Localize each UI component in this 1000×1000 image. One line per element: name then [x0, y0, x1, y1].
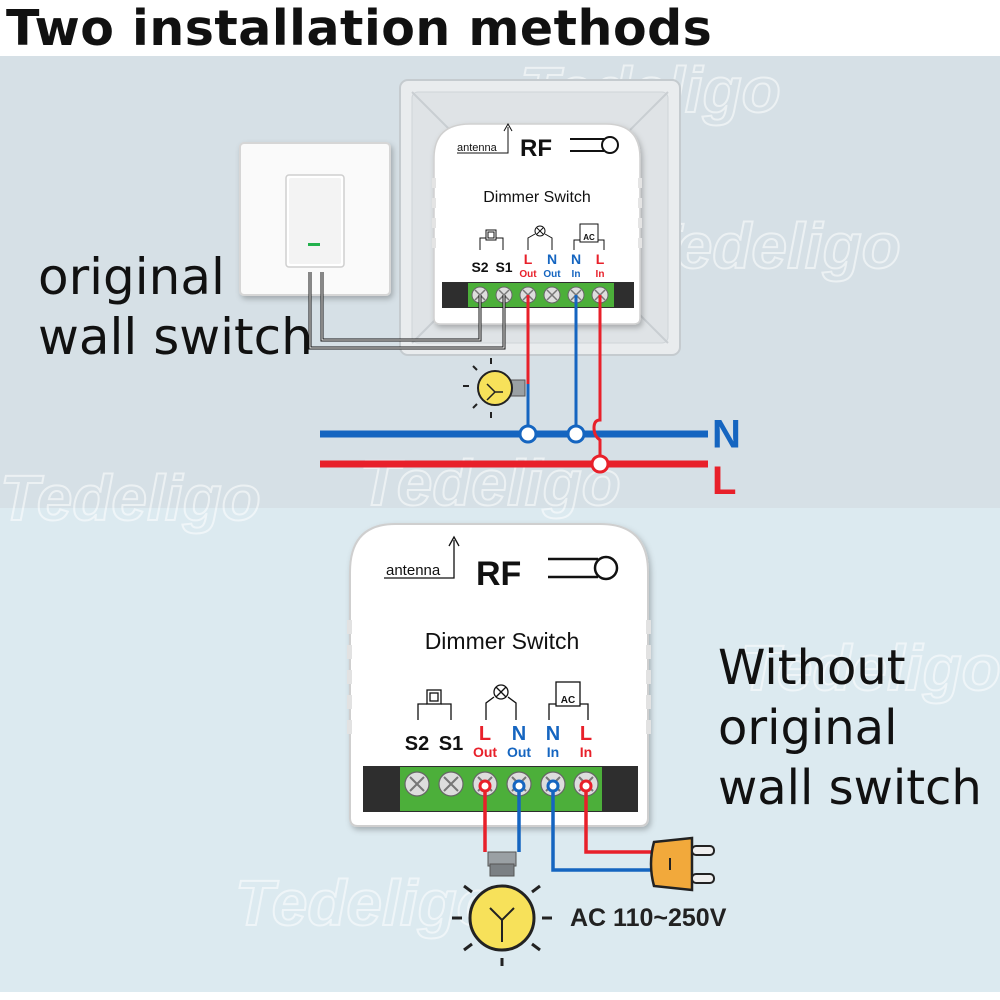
neutral-line-label: N [712, 413, 741, 457]
terminal-lin-sub: In [580, 744, 592, 760]
method2-wires [483, 784, 656, 872]
watermark-3: Tedeligo [0, 462, 261, 534]
rf-label: RF [520, 135, 552, 162]
watermark-6: Tedeligo [235, 867, 496, 939]
watermarks: Tedeligo Tedeligo Tedeligo Tedeligo Tede… [0, 53, 1000, 940]
terminal-nout-label: N [547, 251, 557, 267]
terminal-lout-label: L [479, 723, 491, 745]
bulb-icon [463, 358, 526, 418]
ac-symbol-icon [573, 223, 605, 250]
terminal-lout-label: L [524, 251, 533, 267]
module-name: Dimmer Switch [425, 628, 580, 654]
rf-button-icon [570, 136, 619, 154]
dimmer-module-1: antenna RF Dimmer Switch AC [432, 122, 642, 325]
terminal-nout-sub: Out [507, 744, 531, 760]
antenna-icon [503, 122, 513, 132]
method2-label-line3: wall switch [718, 760, 982, 816]
switch-symbol-icon [479, 229, 504, 250]
watermark-4: Tedeligo [360, 447, 621, 519]
wire-junctions [518, 424, 610, 474]
live-line-label: L [712, 459, 736, 503]
antenna-label: antenna [386, 562, 441, 579]
lamp-symbol-icon [485, 684, 517, 720]
switch-symbol-icon [417, 689, 452, 720]
terminal-s1-label: S1 [439, 733, 463, 755]
method1-label-line1: original [38, 248, 225, 306]
dimmer-module-2: antenna RF Dimmer Switch AC S2 [347, 523, 651, 827]
original-wall-switch [239, 142, 391, 296]
terminal-lin-label: L [580, 723, 592, 745]
switch-led [308, 243, 320, 246]
lamp-symbol-icon [527, 225, 553, 250]
rf-button-icon [548, 555, 619, 581]
antenna-icon [448, 535, 460, 547]
ac-symbol-icon [548, 681, 589, 720]
terminal-lin-label: L [596, 251, 605, 267]
method1-label-line2: wall switch [38, 308, 313, 366]
watermark-2: Tedeligo [640, 210, 901, 282]
ac-box-label: AC [561, 695, 575, 706]
page-title: Two installation methods [6, 0, 713, 57]
terminal-nin-sub: In [547, 744, 559, 760]
terminal-lin-sub: In [596, 269, 605, 280]
terminal-nin-sub: In [572, 269, 581, 280]
terminal-nin-label: N [571, 251, 581, 267]
terminal-nout-label: N [512, 723, 526, 745]
terminal-nout-sub: Out [543, 269, 561, 280]
plug-icon [649, 836, 715, 892]
method2-label-line2: original [718, 700, 898, 756]
antenna-label: antenna [457, 142, 498, 154]
terminal-s1-label: S1 [495, 259, 512, 275]
terminal-lout-sub: Out [519, 269, 537, 280]
terminal-nin-label: N [546, 723, 560, 745]
ac-box-label: AC [583, 233, 595, 242]
bulb-icon [452, 851, 552, 966]
terminal-lout-sub: Out [473, 744, 497, 760]
terminal-s2-label: S2 [471, 259, 488, 275]
rf-label: RF [476, 555, 521, 593]
watermark-5: Tedeligo [740, 632, 1000, 704]
method2-label-line1: Without [718, 640, 906, 696]
ac-voltage-label: AC 110~250V [570, 904, 727, 932]
module-name: Dimmer Switch [483, 189, 591, 206]
terminal-s2-label: S2 [405, 733, 429, 755]
